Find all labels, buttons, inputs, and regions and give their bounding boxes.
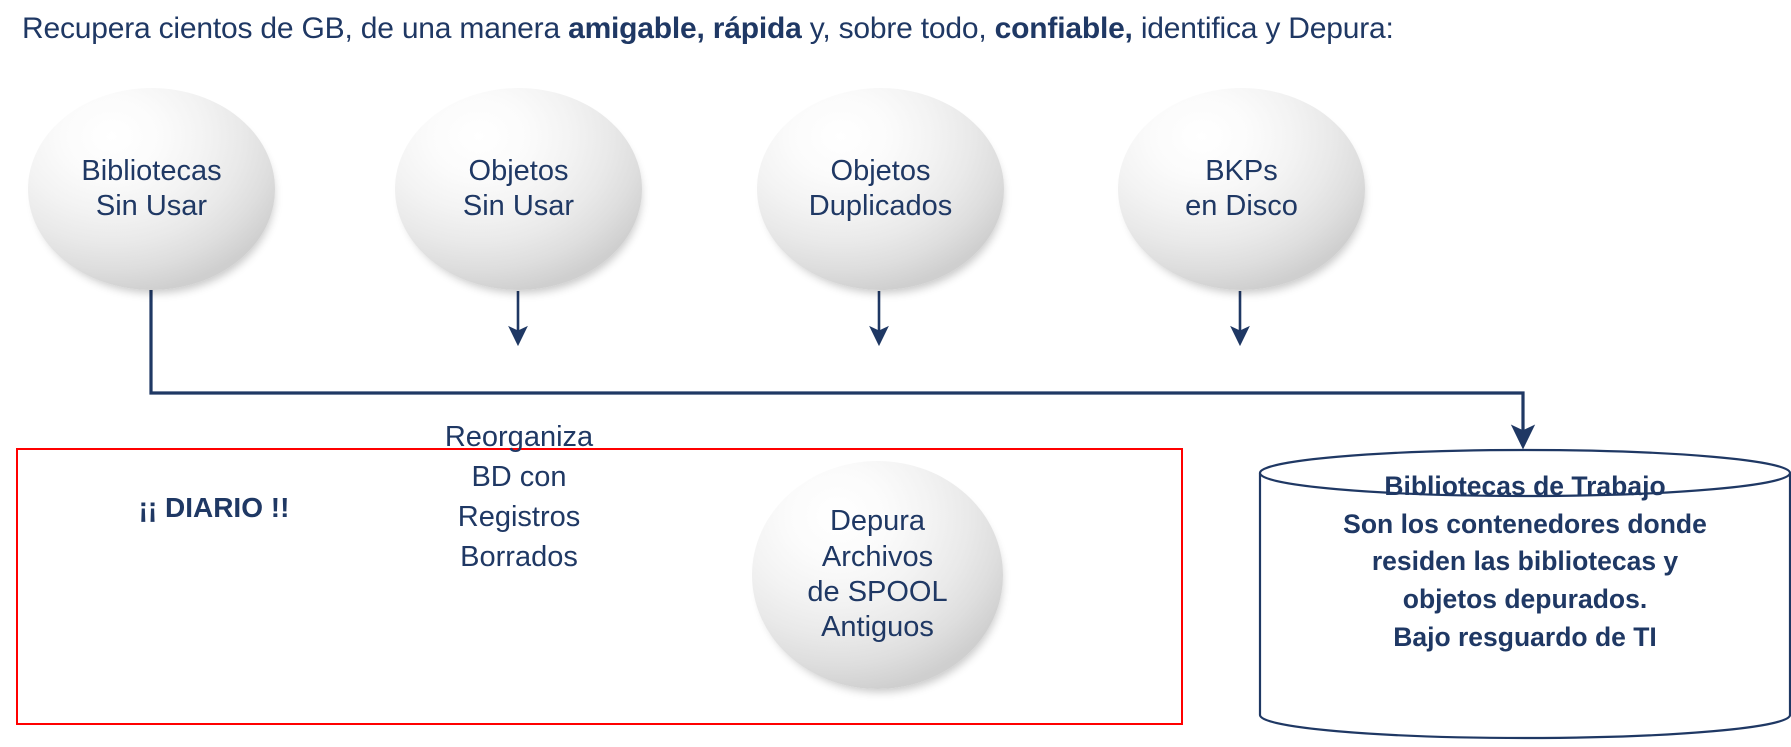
node-label: Depura Archivos de SPOOL Antiguos [807,505,948,644]
heading-text-1: Recupera cientos de GB, de una manera [22,12,569,45]
daily-tasks-box [16,448,1183,725]
heading-text-2: y, sobre todo, [801,12,995,45]
cylinder-shape [1258,448,1791,740]
page-title: Recupera cientos de GB, de una manera am… [22,12,1394,46]
cylinder-label: Bibliotecas de Trabajo Son los contenedo… [1343,471,1707,652]
heading-text-3: identifica y Depura: [1132,12,1394,45]
node-label: Bibliotecas Sin Usar [81,154,222,222]
node-label: Objetos Sin Usar [462,154,575,222]
heading-bold-2: confiable, [994,12,1133,45]
node-label: Objetos Duplicados [808,154,953,222]
node-objetos-duplicados[interactable]: Objetos Duplicados [757,88,1004,290]
heading-bold-1: amigable, rápida [568,12,802,45]
node-depura-archivos-spool[interactable]: Depura Archivos de SPOOL Antiguos [752,461,1003,689]
node-objetos-sin-usar[interactable]: Objetos Sin Usar [395,88,642,290]
diario-label: ¡¡ DIARIO !! [138,492,290,523]
connector-bibliotecas-to-cylinder [149,290,1536,450]
node-bibliotecas-sin-usar[interactable]: Bibliotecas Sin Usar [28,88,275,290]
node-label: BKPs en Disco [1185,154,1298,222]
node-bkps-en-disco[interactable]: BKPs en Disco [1118,88,1365,290]
reorganiza-label: Reorganiza BD con Registros Borrados [444,421,594,574]
